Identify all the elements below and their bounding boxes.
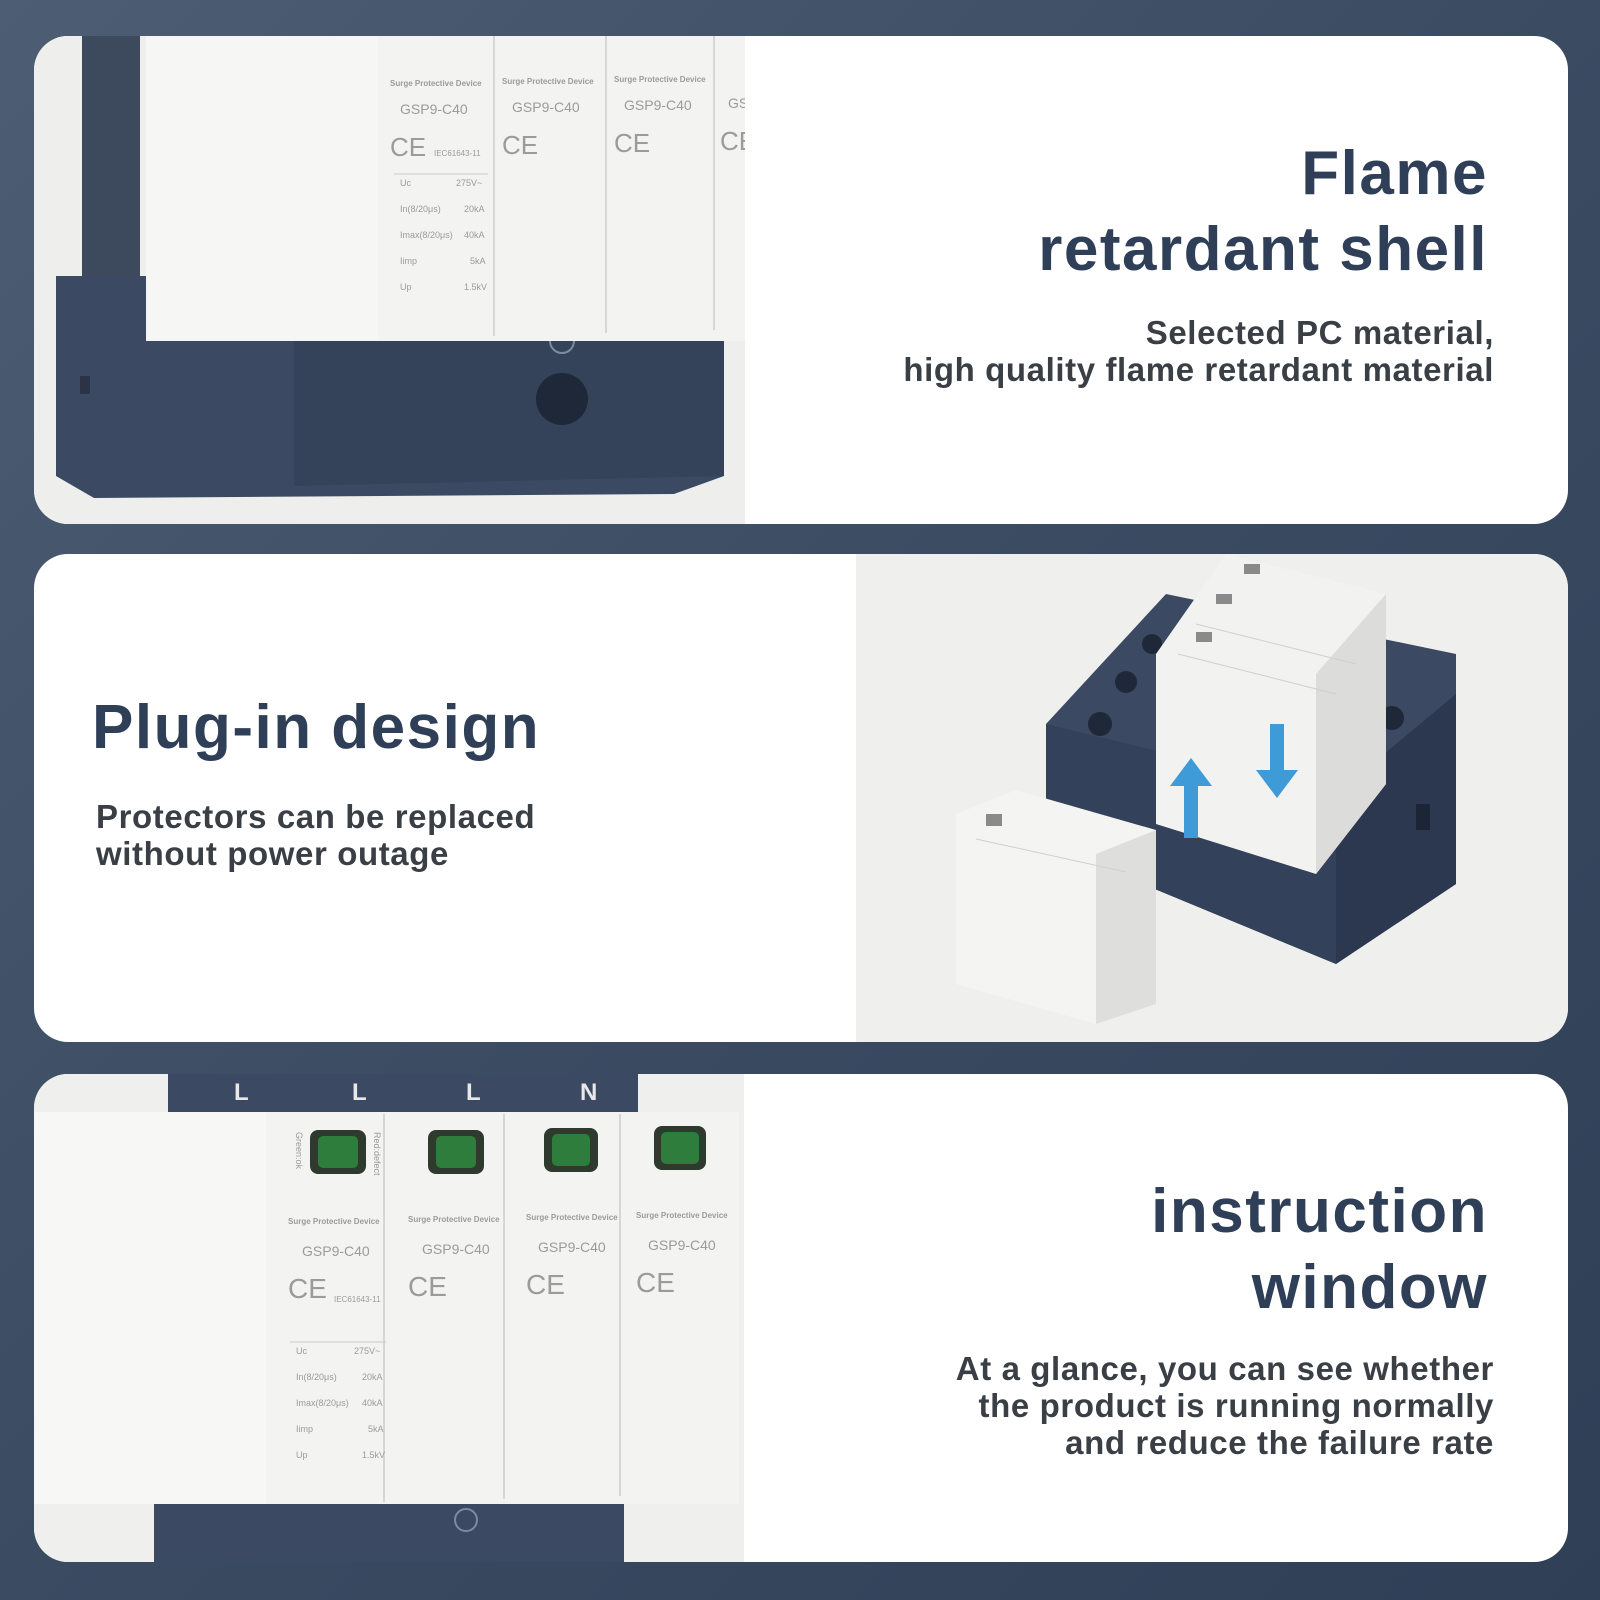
indicator-window-icon [428, 1130, 484, 1174]
spec-name: In(8/20μs) [400, 204, 441, 214]
flame-heading: Flame retardant shell [788, 136, 1488, 288]
module-title: Surge Protective Device [502, 77, 594, 86]
spec-name: Imax(8/20μs) [400, 230, 453, 240]
module-model: GSP9-C40 [648, 1237, 716, 1253]
flame-description: Selected PC material, high quality flame… [734, 314, 1494, 388]
module-model: GSP9-C40 [422, 1241, 490, 1257]
module-standard: IEC61643-11 [334, 1295, 381, 1304]
flame-desc-line2: high quality flame retardant material [903, 351, 1494, 388]
module-ce-mark: CE [636, 1267, 675, 1298]
instruction-description: At a glance, you can see whether the pro… [794, 1350, 1494, 1461]
terminal-label: L [352, 1079, 367, 1106]
spec-name: Up [400, 282, 412, 292]
plug-in-description: Protectors can be replaced without power… [96, 798, 535, 872]
spec-value: 1.5kV [464, 282, 487, 292]
indicator-window-icon [654, 1126, 706, 1170]
instruction-desc-line3: and reduce the failure rate [1065, 1424, 1494, 1461]
module-title: Surge Protective Device [408, 1215, 500, 1224]
spec-name: Uc [400, 178, 411, 188]
module-standard: IEC61643-11 [434, 149, 481, 158]
feature-panel-flame-retardant: Surge Protective Device GSP9-C40 CE IEC6… [34, 36, 1568, 524]
flame-heading-line2: retardant shell [1038, 215, 1488, 284]
module-ce-mark: CE [390, 132, 426, 162]
feature-panel-instruction-window: L L L N Green:ok Red:defect [34, 1074, 1568, 1562]
spec-name: Uc [296, 1346, 307, 1356]
spec-value: 40kA [464, 230, 485, 240]
terminal-label: N [580, 1079, 597, 1106]
plug-in-desc-line2: without power outage [96, 835, 449, 872]
spec-name: Imax(8/20μs) [296, 1398, 349, 1408]
window-ok-label: Green:ok [294, 1132, 304, 1170]
spec-value: 5kA [368, 1424, 384, 1434]
product-photo-plug-in [856, 554, 1568, 1042]
module-label-group: Surge Protective Device GSP9-C40 CE IEC6… [390, 75, 745, 292]
module-title: Surge Protective Device [636, 1211, 728, 1220]
flame-desc-line1: Selected PC material, [1145, 314, 1494, 351]
module-model: GSP9-C40 [728, 95, 745, 111]
module-model: GSP9-C40 [400, 101, 468, 117]
module-ce-mark: CE [614, 128, 650, 158]
spec-value: 1.5kV [362, 1450, 385, 1460]
product-photo-shell: Surge Protective Device GSP9-C40 CE IEC6… [34, 36, 745, 524]
instruction-desc-line2: the product is running normally [978, 1387, 1494, 1424]
instruction-desc-line1: At a glance, you can see whether [955, 1350, 1494, 1387]
module-ce-mark: CE [408, 1271, 447, 1302]
spec-name: Up [296, 1450, 308, 1460]
spec-name: Iimp [400, 256, 417, 266]
remove-arrow-icon [1170, 758, 1212, 838]
module-model: GSP9-C40 [538, 1239, 606, 1255]
insert-arrow-icon [1256, 724, 1298, 798]
spec-value: 40kA [362, 1398, 383, 1408]
spec-value: 275V~ [354, 1346, 380, 1356]
module-title: Surge Protective Device [614, 75, 706, 84]
module-ce-mark: CE [288, 1273, 327, 1304]
module-ce-mark: CE [502, 130, 538, 160]
module-title: Surge Protective Device [526, 1213, 618, 1222]
module-ce-mark: CE [720, 126, 745, 156]
module-title: Surge Protective Device [390, 79, 482, 88]
indicator-window-icon [310, 1130, 366, 1174]
indicator-window-icon [544, 1128, 598, 1172]
module-ce-mark: CE [526, 1269, 565, 1300]
instruction-heading: instruction window [788, 1174, 1488, 1326]
plug-in-desc-line1: Protectors can be replaced [96, 798, 536, 835]
spec-value: 5kA [470, 256, 486, 266]
module-model: GSP9-C40 [624, 97, 692, 113]
spec-name: In(8/20μs) [296, 1372, 337, 1382]
spec-value: 275V~ [456, 178, 482, 188]
instruction-heading-line2: window [1251, 1253, 1488, 1322]
terminal-label: L [466, 1079, 481, 1106]
module-title: Surge Protective Device [288, 1217, 380, 1226]
flame-heading-line1: Flame [1301, 139, 1488, 208]
feature-panel-plug-in: Plug-in design Protectors can be replace… [34, 554, 1568, 1042]
spec-value: 20kA [464, 204, 485, 214]
terminal-label: L [234, 1079, 249, 1106]
plug-in-heading: Plug-in design [92, 693, 541, 762]
window-defect-label: Red:defect [372, 1132, 382, 1176]
module-model: GSP9-C40 [302, 1243, 370, 1259]
module-model: GSP9-C40 [512, 99, 580, 115]
spec-name: Iimp [296, 1424, 313, 1434]
product-photo-indicator: L L L N Green:ok Red:defect [34, 1074, 744, 1562]
spec-value: 20kA [362, 1372, 383, 1382]
instruction-heading-line1: instruction [1151, 1177, 1488, 1246]
